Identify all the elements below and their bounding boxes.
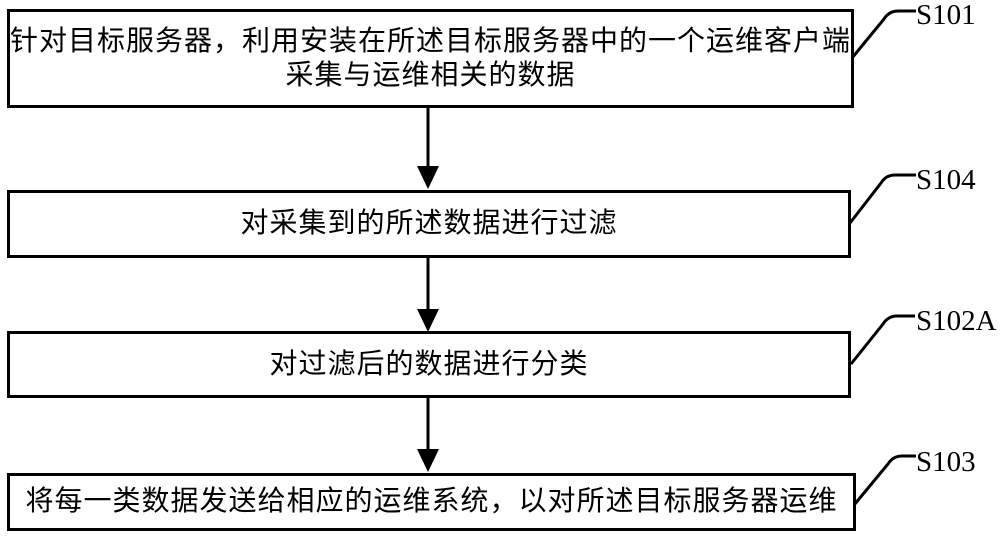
step-label-s102a: S102A: [916, 305, 997, 337]
leader-line-s104: [848, 173, 916, 224]
step-box-s104-line-1: 对采集到的所述数据进行过滤: [240, 208, 618, 239]
step-box-s102a-line-1: 对过滤后的数据进行分类: [269, 348, 589, 380]
step-label-s104: S104: [916, 164, 976, 196]
step-box-s103: 将每一类数据发送给相应的运维系统，以对所述目标服务器运维: [7, 473, 856, 531]
flow-arrow-1-head-icon: [417, 166, 439, 189]
step-box-s103-line-1: 将每一类数据发送给相应的运维系统，以对所述目标服务器运维: [25, 486, 838, 517]
flow-arrow-2-head-icon: [417, 309, 439, 332]
step-label-s101: S101: [916, 0, 976, 31]
flow-arrow-3-head-icon: [417, 449, 439, 472]
step-box-s104: 对采集到的所述数据进行过滤: [7, 190, 851, 258]
leader-line-s103: [852, 454, 916, 506]
leader-line-s102a: [849, 314, 915, 365]
step-box-s102a: 对过滤后的数据进行分类: [7, 331, 851, 398]
leader-line-s101: [850, 9, 916, 59]
step-label-s103: S103: [916, 446, 976, 478]
step-box-s101: 针对目标服务器，利用安装在所述目标服务器中的一个运维客户端 采集与运维相关的数据: [7, 9, 854, 108]
step-box-s101-line-1: 针对目标服务器，利用安装在所述目标服务器中的一个运维客户端: [10, 25, 852, 57]
step-box-s101-line-2: 采集与运维相关的数据: [285, 59, 576, 91]
